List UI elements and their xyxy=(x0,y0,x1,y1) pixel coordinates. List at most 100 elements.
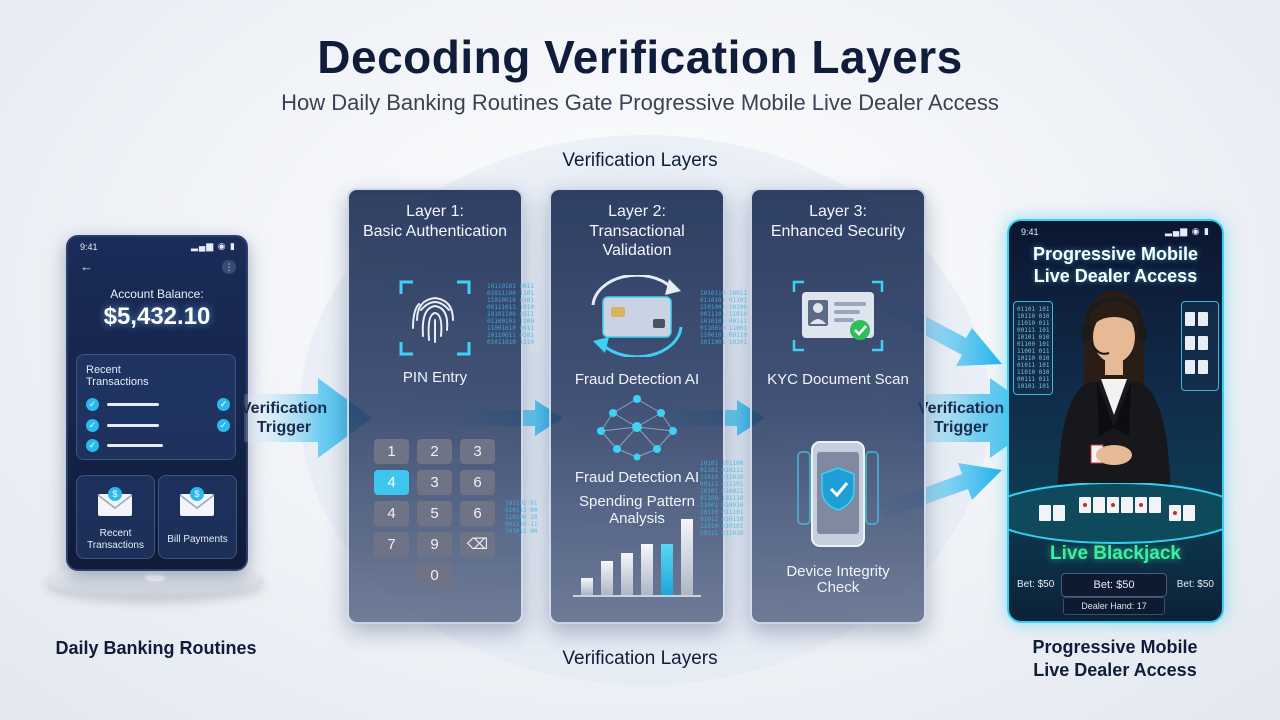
check-icon: ✓ xyxy=(217,398,230,411)
kyc-scan-label: KYC Document Scan xyxy=(767,371,909,388)
bet-right: Bet: $50 xyxy=(1176,579,1214,590)
pin-entry-label: PIN Entry xyxy=(402,369,468,386)
back-arrow-icon[interactable]: ← xyxy=(80,259,93,274)
keypad-key[interactable]: 9 xyxy=(417,532,452,557)
keypad-key[interactable]: 6 xyxy=(460,470,495,495)
phone-title: Progressive Mobile Live Dealer Access xyxy=(1009,243,1222,287)
tile-recent-line1: Recent xyxy=(99,528,132,539)
arrow-left-big xyxy=(244,378,372,458)
bill-payments-tile[interactable]: $ Bill Payments xyxy=(158,475,237,559)
keypad-key[interactable]: 3 xyxy=(460,439,495,464)
playing-card xyxy=(1198,360,1208,374)
stats-panel-left[interactable]: 01101 101 10110 010 11010 011 00111 101 … xyxy=(1013,301,1053,395)
chart-bar xyxy=(601,561,613,595)
check-icon: ✓ xyxy=(86,398,99,411)
bet-center: Bet: $50 xyxy=(1093,579,1135,591)
more-options-icon[interactable]: ⋮ xyxy=(222,260,236,274)
section-label-bottom: Verification Layers xyxy=(562,648,718,669)
device-shield-icon xyxy=(797,441,879,547)
backspace-key[interactable]: ⌫ xyxy=(460,532,495,557)
phone-title-line2: Live Dealer Access xyxy=(1033,266,1198,286)
layer-3-card: Layer 3: Enhanced Security KYC Document … xyxy=(750,188,926,624)
transaction-line xyxy=(107,444,163,447)
playing-card xyxy=(1198,312,1208,326)
check-icon: ✓ xyxy=(217,419,230,432)
svg-text:$: $ xyxy=(112,489,117,499)
chart-bar xyxy=(661,544,673,595)
keypad-key[interactable]: 6 xyxy=(460,501,495,526)
recent-transactions-tile[interactable]: $ Recent Transactions xyxy=(76,475,155,559)
id-card-icon xyxy=(792,280,884,352)
binary-stream: 10110101 0011 01011100 1101 11010010 010… xyxy=(487,283,534,346)
keypad-key[interactable]: 5 xyxy=(417,501,452,526)
card-refresh-icon xyxy=(591,275,683,357)
spending-pattern-line2: Analysis xyxy=(609,510,665,527)
layer-2-title-line1: Layer 2: xyxy=(608,203,666,220)
layer-1-title-line1: Layer 1: xyxy=(406,203,464,220)
keypad-key[interactable]: 4 xyxy=(374,501,409,526)
layer-1-card: Layer 1: Basic Authentication PIN Entry … xyxy=(347,188,523,624)
check-icon: ✓ xyxy=(86,439,99,452)
spending-pattern-line1: Spending Pattern xyxy=(579,493,695,510)
layer-3-title-line2: Enhanced Security xyxy=(770,223,906,240)
recent-title: Recent Transactions xyxy=(86,364,149,388)
binary-stream: 10101 101100 01101 010111 11010 011010 0… xyxy=(700,460,744,537)
fraud-detection-label-1: Fraud Detection AI xyxy=(574,371,700,388)
balance-label: Account Balance: xyxy=(110,287,204,301)
neural-network-icon xyxy=(597,395,677,461)
arrow-label-left-line1: Verification xyxy=(240,400,328,417)
card-gallery-panel[interactable] xyxy=(1181,301,1219,391)
arrow-label-right-line2: Trigger xyxy=(933,419,989,436)
dealer-hand: Dealer Hand: 17 xyxy=(1081,601,1147,611)
keypad-key[interactable]: 0 xyxy=(417,563,452,588)
dealer-hand-box: Dealer Hand: 17 xyxy=(1063,597,1165,615)
right-caption: Progressive Mobile Live Dealer Access xyxy=(990,636,1240,682)
keypad-key[interactable]: 7 xyxy=(374,532,409,557)
keypad-key[interactable]: 2 xyxy=(417,439,452,464)
layer-2-title-line3: Validation xyxy=(602,242,672,259)
chart-bar xyxy=(681,519,693,595)
right-caption-line2: Live Dealer Access xyxy=(1033,660,1197,680)
page-subtitle: How Daily Banking Routines Gate Progress… xyxy=(281,90,999,115)
keypad-key-active[interactable]: 4 xyxy=(374,470,409,495)
binary-stream: 101101 01 010111 00 110100 10 001110 11 … xyxy=(505,500,538,535)
keypad-key[interactable]: 3 xyxy=(417,470,452,495)
section-label-top: Verification Layers xyxy=(562,150,718,171)
status-icons: ▂▄▆ ◉ ▮ xyxy=(1164,226,1210,236)
envelope-icon: $ xyxy=(97,487,133,516)
svg-text:$: $ xyxy=(194,489,199,499)
transaction-line xyxy=(107,424,159,427)
chart-bar xyxy=(641,544,653,595)
spending-bar-chart xyxy=(577,513,697,595)
transaction-line xyxy=(107,403,159,406)
game-title: Live Blackjack xyxy=(1050,543,1181,564)
playing-card xyxy=(1185,312,1195,326)
fingerprint-icon xyxy=(399,280,471,356)
tile-bill-payments: Bill Payments xyxy=(167,534,228,545)
fraud-detection-label-2: Fraud Detection AI xyxy=(574,469,700,486)
banking-phone: 9:41 ▂▄▆ ◉ ▮ ← ⋮ Account Balance: $5,432… xyxy=(66,235,248,571)
blackjack-table xyxy=(1009,483,1222,544)
arrow-label-left-line2: Trigger xyxy=(256,419,312,436)
device-integrity-line2: Check xyxy=(816,579,860,596)
check-icon: ✓ xyxy=(86,419,99,432)
chart-bar xyxy=(621,553,633,595)
playing-card xyxy=(1198,336,1208,350)
left-caption: Daily Banking Routines xyxy=(55,638,257,658)
arrow-label-right: Verification Trigger xyxy=(903,399,1019,437)
recent-transactions-card[interactable]: Recent Transactions ✓ ✓ ✓ ✓ ✓ xyxy=(76,354,236,460)
right-caption-line1: Progressive Mobile xyxy=(1032,637,1198,657)
binary-stream: 1010110 10011 0110101 01101 1101001 1010… xyxy=(700,290,747,346)
arrow-label-right-line1: Verification xyxy=(917,400,1005,417)
tile-recent-line2: Transactions xyxy=(87,540,144,551)
keypad-key[interactable]: 1 xyxy=(374,439,409,464)
envelope-icon: $ xyxy=(179,487,215,516)
arrow-label-left: Verification Trigger xyxy=(226,399,342,437)
live-dealer-phone: 9:41 ▂▄▆ ◉ ▮ Progressive Mobile Live Dea… xyxy=(1007,219,1224,623)
layer-1-title-line2: Basic Authentication xyxy=(362,223,508,240)
layer-3-title-line1: Layer 3: xyxy=(809,203,867,220)
bet-center-box[interactable]: Bet: $50 xyxy=(1061,573,1167,597)
status-time: 9:41 xyxy=(1021,227,1039,237)
recent-title-line2: Transactions xyxy=(86,376,149,388)
playing-card xyxy=(1185,360,1195,374)
